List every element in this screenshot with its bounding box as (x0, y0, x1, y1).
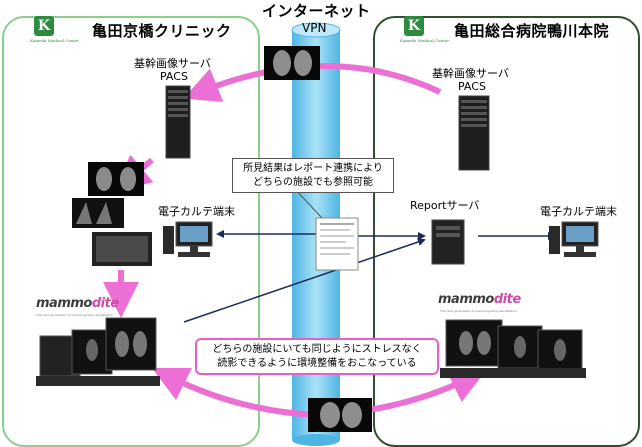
left-server-label-1: 基幹画像サーバ (134, 57, 211, 70)
left-pacs-server-icon (165, 85, 191, 159)
left-logo-sub: Kameda Medical Center (30, 38, 80, 43)
report-callout-line1: 所見結果はレポート連携により (243, 163, 383, 174)
report-server-icon (431, 219, 465, 265)
right-server-label-1: 基幹画像サーバ (432, 67, 509, 80)
right-mammodite-part2: dite (493, 292, 521, 307)
vpn-image-top (264, 46, 320, 80)
right-workstation-icon (440, 319, 586, 378)
report-server-label: Reportサーバ (410, 199, 480, 212)
left-site-panel (2, 16, 260, 447)
left-mammodite-part1: mammo (36, 296, 92, 311)
right-pacs-server-icon (458, 95, 490, 171)
report-callout-line2: どちらの施設でも参照可能 (253, 176, 373, 188)
right-mammodite-logo: mammodite (438, 292, 521, 307)
left-terminal-icon (163, 221, 213, 257)
right-terminal-icon (549, 221, 599, 257)
environment-callout-line1: どちらの施設にいても同じようにストレスなく (212, 344, 422, 355)
left-image-stack (72, 162, 152, 266)
pink-arrow-bottom-left (151, 367, 319, 418)
left-mammodite-logo: mammodite (36, 296, 119, 311)
right-logo-icon: K (404, 16, 424, 36)
environment-callout: どちらの施設にいても同じようにストレスなく 読影できるように環境整備をおこなって… (195, 338, 439, 375)
environment-callout-line2: 読影できるように環境整備をおこなっている (217, 357, 417, 369)
right-site-name: 亀田総合病院鴨川本院 (454, 22, 610, 40)
right-terminal-label: 電子カルテ端末 (540, 205, 617, 218)
left-terminal-label: 電子カルテ端末 (158, 205, 235, 218)
left-mammodite-tagline: The next generation of mammography works… (36, 313, 113, 317)
right-mammodite-part1: mammo (438, 292, 494, 307)
right-logo-sub: Kameda Medical Center (400, 38, 450, 43)
left-mammodite-part2: dite (91, 296, 119, 311)
line-ws-to-server (183, 238, 426, 323)
left-site-name: 亀田京橋クリニック (92, 22, 232, 40)
report-callout: 所見結果はレポート連携により どちらの施設でも参照可能 (232, 158, 394, 193)
right-mammodite-tagline: The next generation of mammography works… (440, 309, 517, 313)
left-workstation-icon (36, 317, 160, 386)
vpn-label: VPN (302, 21, 327, 35)
pink-arrow-top (183, 63, 442, 103)
vpn-image-bottom (308, 398, 372, 432)
right-site-panel (373, 16, 640, 447)
left-logo-icon: K (34, 16, 54, 36)
right-server-label-2: PACS (458, 80, 486, 93)
report-document-icon (315, 217, 359, 271)
internet-label: インターネット (262, 2, 371, 20)
left-server-label-2: PACS (160, 70, 188, 83)
